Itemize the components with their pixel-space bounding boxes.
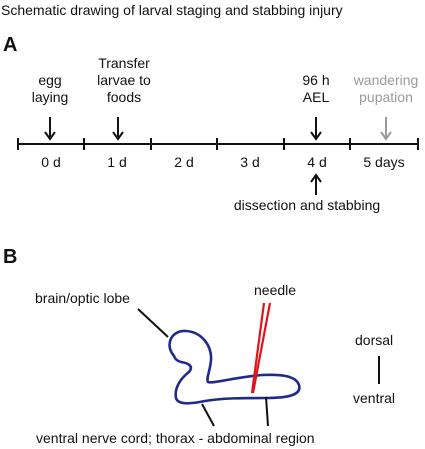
ael-arrow (310, 117, 322, 141)
ael-label-line2: AEL (303, 89, 330, 105)
panel-b-letter: B (3, 246, 17, 268)
egg-laying-label-line2: laying (32, 89, 69, 105)
day-label: 3 d (240, 154, 259, 170)
figure-title: Schematic drawing of larval staging and … (1, 2, 343, 18)
ael-label-line1: 96 h (302, 72, 329, 88)
dissection-arrow (310, 173, 322, 195)
panel-a-letter: A (3, 34, 17, 56)
needle (250, 302, 272, 394)
wandering-label-line1: wandering (353, 72, 419, 88)
egg-laying-label-line1: egg (38, 72, 61, 88)
day-label: 4 d (307, 154, 326, 170)
wandering-label-line2: pupation (359, 89, 413, 105)
transfer-label-line3: foods (107, 89, 141, 105)
day-label: 1 d (107, 154, 126, 170)
day-label: 2 d (174, 154, 193, 170)
day-label: 5 days (363, 154, 404, 170)
vnc-leader-left (201, 403, 215, 427)
transfer-arrow (112, 117, 124, 141)
larval-cns-outline (168, 329, 301, 405)
dissection-label: dissection and stabbing (234, 197, 380, 213)
brain-label: brain/optic lobe (35, 290, 130, 306)
egg-laying-arrow (44, 117, 56, 141)
wandering-arrow (380, 117, 392, 141)
brain-leader-line (137, 308, 169, 338)
transfer-label-line2: larvae to (97, 72, 151, 88)
vnc-leader-right (265, 396, 269, 427)
vnc-label: ventral nerve cord; thorax - abdominal r… (36, 430, 315, 446)
needle-label: needle (254, 282, 296, 298)
dorsal-label: dorsal (355, 332, 393, 348)
ventral-label: ventral (353, 390, 395, 406)
transfer-label-line1: Transfer (98, 55, 150, 71)
day-label: 0 d (41, 154, 60, 170)
